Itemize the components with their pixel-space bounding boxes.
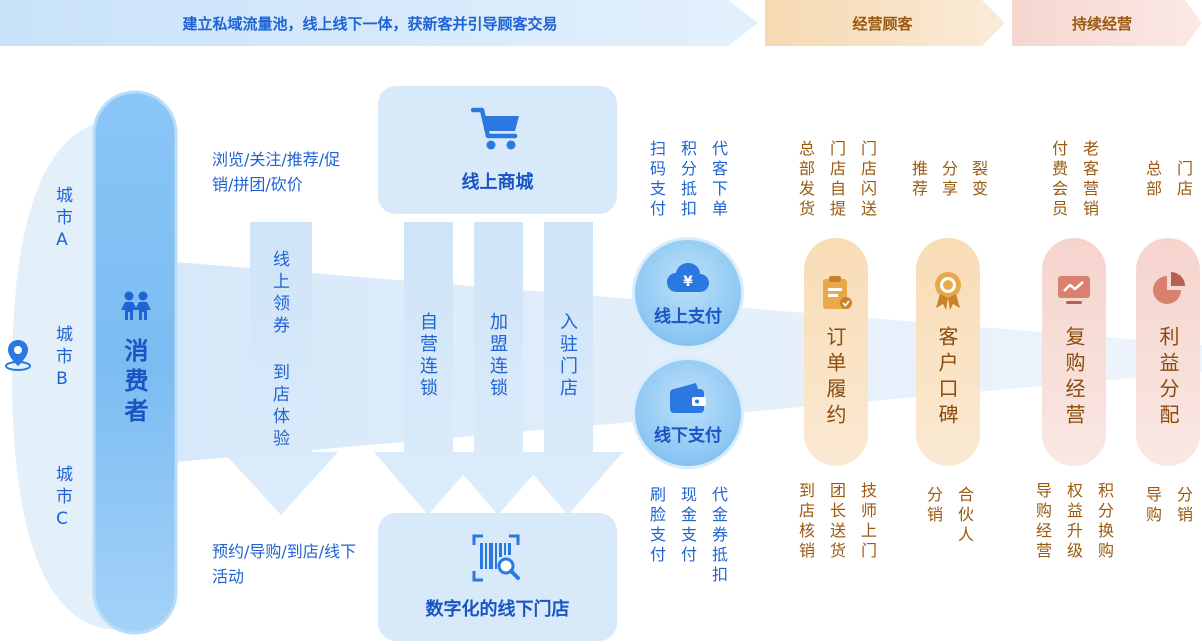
reputation-bottom-2: 合伙人 (955, 486, 974, 546)
settled-store-label: 入驻门店 (557, 312, 578, 400)
online-pay-circle: ¥ 线上支付 (632, 237, 744, 349)
shopping-cart-icon (470, 104, 523, 156)
header-stage-operate: 经营顾客 (852, 14, 913, 33)
profit-bottom-1: 导购 (1143, 486, 1162, 526)
reputation-top-1: 推荐 (909, 160, 928, 200)
franchise-chain-label: 加盟连锁 (487, 312, 508, 400)
profit-bottom-2: 分销 (1174, 486, 1193, 526)
fulfillment-top-3: 门店闪送 (858, 140, 877, 220)
fulfillment-bottom-2: 团长送货 (827, 482, 846, 562)
reputation-top-2: 分享 (939, 160, 958, 200)
barcode-scan-icon (471, 533, 521, 587)
reputation-bottom-1: 分销 (924, 486, 943, 526)
city-a-label: 城市A (52, 186, 72, 255)
monitor-chart-icon (1056, 274, 1092, 312)
fulfillment-top-1: 总部发货 (796, 140, 815, 220)
header-stage-acquire: 建立私域流量池，线上线下一体，获新客并引导顾客交易 (182, 14, 558, 33)
medal-icon (931, 270, 965, 314)
offline-pay-label: 线下支付 (654, 425, 722, 446)
profit-top-1: 总部 (1143, 160, 1162, 200)
reputation-top-3: 裂变 (969, 160, 988, 200)
online-pay-label: 线上支付 (654, 306, 722, 327)
bottom-actions-text: 预约/导购/到店/线下活动 (212, 542, 357, 586)
top-actions-text: 浏览/关注/推荐/促销/拼团/砍价 (212, 150, 341, 194)
offline-pay-circle: 线下支付 (632, 357, 744, 469)
location-pin-icon (3, 338, 33, 376)
reputation-label: 客户口碑 (935, 326, 959, 430)
repurchase-label: 复购经营 (1062, 326, 1086, 430)
online-pay-method-2: 积分抵扣 (678, 140, 697, 220)
self-operated-chain-label: 自营连锁 (417, 312, 438, 400)
offline-pay-method-2: 现金支付 (678, 486, 697, 566)
pie-chart-icon (1151, 272, 1187, 312)
wallet-icon (670, 382, 706, 413)
online-mall-label: 线上商城 (461, 172, 534, 193)
city-b-label: 城市B (52, 325, 72, 394)
repurchase-bottom-3: 积分换购 (1095, 482, 1114, 562)
fulfillment-bottom-3: 技师上门 (858, 482, 877, 562)
fulfillment-bottom-1: 到店核销 (796, 482, 815, 562)
online-pay-method-3: 代客下单 (709, 140, 728, 220)
repurchase-top-1: 付费会员 (1049, 140, 1068, 220)
repurchase-top-2: 老客营销 (1080, 140, 1099, 220)
svg-text:¥: ¥ (683, 274, 693, 290)
online-pay-method-1: 扫码支付 (647, 140, 666, 220)
city-c-label: 城市C (52, 465, 72, 534)
profit-top-2: 门店 (1174, 160, 1193, 200)
consumer-label: 消费者 (120, 338, 148, 428)
header-stage-sustain: 持续经营 (1071, 14, 1132, 33)
repurchase-bottom-1: 导购经营 (1033, 482, 1052, 562)
repurchase-bottom-2: 权益升级 (1064, 482, 1083, 562)
people-icon (118, 290, 154, 326)
coupon-arrow-text: 线上领券 到店体验 (269, 250, 289, 451)
clipboard-icon (820, 274, 854, 316)
offline-pay-method-3: 代金券抵扣 (709, 486, 728, 586)
fulfillment-top-2: 门店自提 (827, 140, 846, 220)
offline-pay-method-1: 刷脸支付 (647, 486, 666, 566)
offline-store-label: 数字化的线下门店 (425, 599, 570, 620)
cloud-yen-icon: ¥ (667, 262, 709, 292)
fulfillment-label: 订单履约 (823, 326, 847, 430)
profit-label: 利益分配 (1156, 326, 1180, 430)
